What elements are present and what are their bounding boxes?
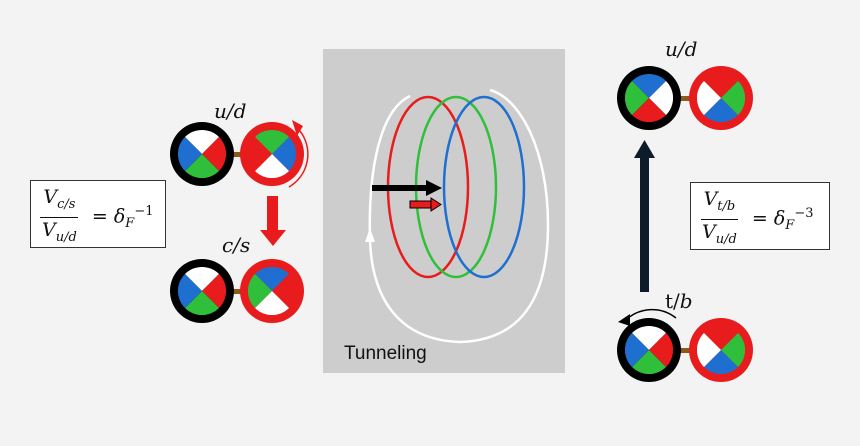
momentum-arrow-black [372,180,442,196]
ratio-fraction: Vc/s Vu/d [40,186,79,245]
white-orbit [368,88,550,344]
label-ud-left: u/d [214,99,246,123]
ratio-rhs: = δF−1 [91,203,154,231]
quark-ball-red [240,259,304,323]
ratio-box-right: Vt/b Vu/d = δF−3 [690,182,830,250]
transition-arrow-dark [634,140,655,292]
link-bar [226,152,248,157]
hadron-pair-cs-left: c/s [170,233,304,323]
quark-ball-black [617,66,681,130]
rotation-arrowhead [618,314,630,326]
momentum-arrow-red [409,197,442,212]
link-bar [675,348,697,353]
link-bar [675,96,697,101]
rotation-arrow-icon [288,130,309,188]
label-tb-right: t/b [665,289,693,313]
link-bar [226,289,248,294]
quark-ball-black [170,122,234,186]
quark-ball-black [617,318,681,382]
transition-arrow-red [260,196,286,246]
panel-label-tunneling: Tunneling [344,343,427,364]
hadron-pair-ud-left: u/d [170,99,309,188]
label-ud-right: u/d [665,37,697,61]
ratio-box-left: Vc/s Vu/d = δF−1 [30,180,166,248]
right-group: u/d t/b [617,37,753,382]
quark-ball-black [170,259,234,323]
ratio-fraction: Vt/b Vu/d [700,188,739,247]
rotation-arrow-icon [625,308,677,321]
label-cs-left: c/s [222,233,250,257]
rotation-arrowhead [292,120,303,136]
quark-ball-red [689,66,753,130]
left-group: u/d c/s [170,99,309,323]
white-orbit-arrowhead [365,228,375,242]
ring-blue [442,95,526,279]
quark-ball-red [240,122,304,186]
quark-ball-red [689,318,753,382]
ratio-rhs: = δF−3 [751,205,814,233]
tunneling-panel: Tunneling [323,49,565,373]
